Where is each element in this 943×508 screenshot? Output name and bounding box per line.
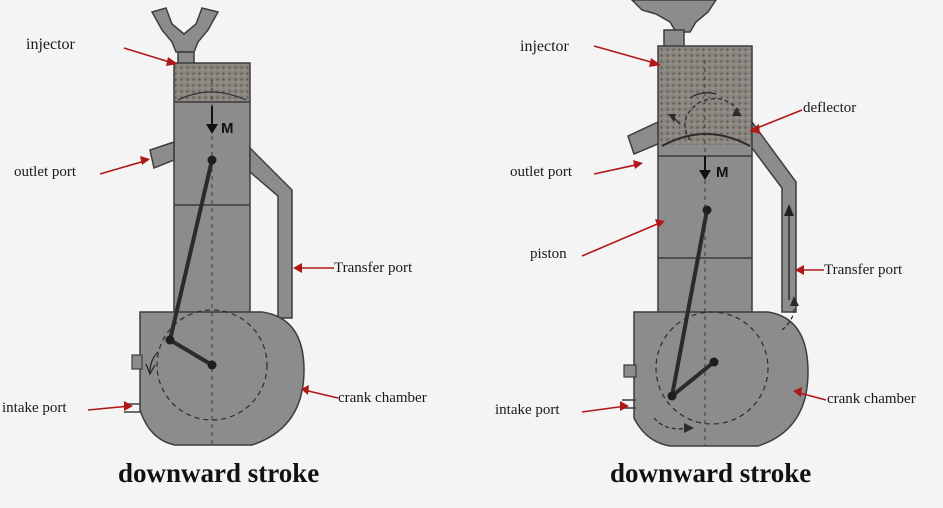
right-connecting-rod — [670, 209, 709, 397]
right-intake-port-label: intake port — [495, 402, 560, 418]
right-piston-label: piston — [530, 246, 567, 262]
left-injector-nozzle — [150, 7, 220, 67]
left-crank-chamber — [139, 311, 305, 446]
right-outlet-port-label: outlet port — [510, 164, 573, 180]
left-motion-mark: M — [221, 120, 234, 137]
right-crank-chamber-label: crank chamber — [827, 391, 916, 407]
right-injector-nozzle — [630, 0, 717, 49]
right-transfer-port-label: Transfer port — [824, 262, 903, 278]
left-leader-lines — [87, 47, 339, 411]
left-outlet-pipe — [149, 140, 175, 170]
right-outlet-pipe — [627, 120, 659, 156]
left-outlet-port-label: outlet port — [14, 164, 77, 180]
left-intake-port-label: intake port — [2, 400, 67, 416]
right-caption: downward stroke — [610, 458, 812, 488]
left-injector-label: injector — [26, 36, 75, 53]
left-transfer-channel — [249, 146, 293, 319]
left-crank-chamber-label: crank chamber — [338, 390, 427, 406]
left-caption: downward stroke — [118, 458, 320, 488]
left-transfer-port-label: Transfer port — [334, 260, 413, 276]
left-engine — [124, 7, 305, 446]
right-crank-arm — [670, 360, 716, 398]
right-deflector — [661, 133, 751, 147]
right-deflector-label: deflector — [803, 100, 857, 116]
left-connecting-rod — [168, 159, 214, 341]
right-engine — [622, 0, 809, 447]
right-leader-lines — [581, 45, 827, 413]
left-crank-arm — [168, 338, 214, 367]
right-injector-label: injector — [520, 38, 569, 55]
right-crank-chamber — [633, 311, 809, 447]
right-transfer-channel — [751, 119, 797, 313]
right-motion-mark: M — [716, 164, 729, 181]
